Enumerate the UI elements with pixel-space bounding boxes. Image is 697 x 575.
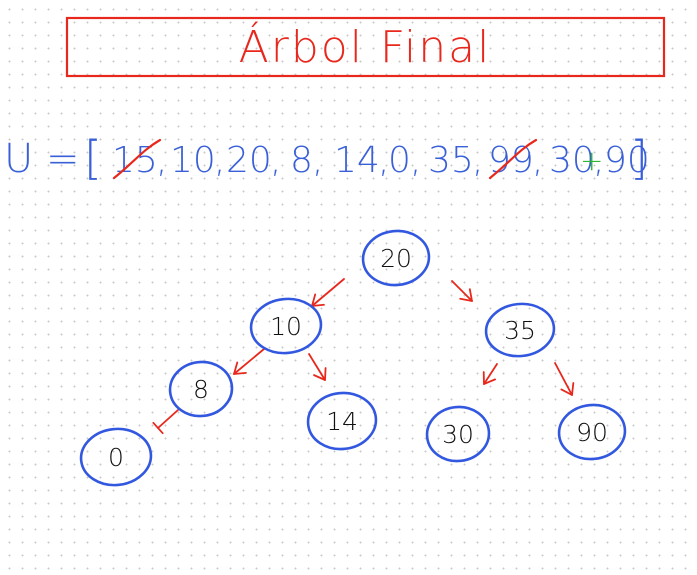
edge-arrowhead	[459, 288, 473, 302]
array-value: 10	[170, 140, 216, 181]
node-label: 35	[504, 316, 536, 345]
node-circle	[484, 302, 556, 358]
edge-n8-n0	[152, 409, 179, 435]
edge-tick	[152, 421, 164, 435]
edge-line	[554, 362, 573, 396]
array-comma: ,	[378, 140, 389, 181]
edge-n35-n30	[482, 363, 498, 385]
node-label: 8	[193, 375, 209, 404]
array-value: 30	[549, 140, 595, 181]
edge-line	[233, 348, 265, 375]
array-comma: ,	[472, 140, 483, 181]
edge-arrowhead	[560, 382, 575, 396]
node-circle	[425, 405, 491, 463]
node-circle	[168, 360, 234, 418]
tree-edges	[152, 278, 575, 435]
array-value: 20	[226, 140, 272, 181]
tree-node-0: 0	[79, 427, 153, 487]
array-close-bracket: ]	[630, 131, 648, 185]
strike-mark	[112, 138, 162, 180]
array-item: 8,	[290, 140, 323, 181]
array-item: 30,	[549, 140, 604, 181]
edge-arrowhead	[233, 361, 247, 375]
array-comma: ,	[214, 140, 225, 181]
array-item: 20,	[226, 140, 281, 181]
array-item: 15,	[112, 138, 167, 181]
array-comma: ,	[593, 140, 604, 181]
array-value: 8	[290, 140, 313, 181]
strike-mark	[488, 138, 538, 180]
array-item: 0,	[388, 140, 421, 181]
tree-node-90: 90	[557, 403, 627, 461]
array-item: +90	[580, 140, 650, 181]
array-comma: ,	[156, 140, 167, 181]
plus-sign: +	[580, 144, 603, 177]
array-comma: ,	[532, 140, 543, 181]
array-item: 35,	[428, 140, 483, 181]
node-label: 10	[270, 312, 302, 341]
edge-arrowhead	[482, 371, 496, 385]
array-comma: ,	[312, 140, 323, 181]
array-open-bracket: [	[84, 131, 102, 185]
edge-n20-n10	[311, 278, 345, 307]
array-item: 14,	[334, 140, 389, 181]
node-label: 20	[380, 244, 412, 273]
edge-line	[451, 280, 473, 302]
array-value: 14	[334, 140, 380, 181]
node-circle	[79, 427, 153, 487]
edge-n10-n14	[308, 353, 327, 381]
tree-node-14: 14	[306, 391, 378, 451]
edge-arrowhead	[313, 367, 327, 381]
array-value: 0	[388, 140, 411, 181]
node-circle	[249, 297, 323, 355]
array-items: 15,10,20,8,14,0,35,99,30,+90	[112, 138, 650, 181]
edge-n10-n8	[233, 348, 265, 375]
title-box: Árbol Final	[65, 16, 666, 78]
tree-nodes: 20 10 35 8 14 30 90 0	[79, 229, 627, 487]
edge-line	[483, 363, 498, 385]
array-comma: ,	[270, 140, 281, 181]
array-item: 10,	[170, 140, 225, 181]
node-label: 14	[326, 407, 358, 436]
node-label: 90	[576, 418, 608, 447]
edge-n35-n90	[554, 362, 575, 396]
array-comma: ,	[410, 140, 421, 181]
edge-n20-n35	[451, 280, 473, 302]
node-circle	[361, 229, 431, 287]
node-circle	[306, 391, 378, 451]
array-value: 35	[428, 140, 474, 181]
node-label: 30	[442, 420, 474, 449]
tree-node-30: 30	[425, 405, 491, 463]
array-value: 90	[604, 140, 650, 181]
node-label: 0	[108, 443, 124, 472]
title-frame	[65, 16, 666, 78]
array-line: U = [ 15,10,20,8,14,0,35,99,30,+90 ]	[4, 131, 650, 185]
title-text: Árbol Final	[239, 20, 492, 73]
tree-node-8: 8	[168, 360, 234, 418]
edge-line	[157, 409, 179, 429]
array-prefix: U =	[4, 136, 80, 182]
node-circle	[557, 403, 627, 461]
tree-node-35: 35	[484, 302, 556, 358]
edge-line	[308, 353, 326, 381]
edge-line	[311, 278, 345, 307]
array-item: 99,	[488, 138, 543, 181]
tree-node-10: 10	[249, 297, 323, 355]
tree-node-20: 20	[361, 229, 431, 287]
